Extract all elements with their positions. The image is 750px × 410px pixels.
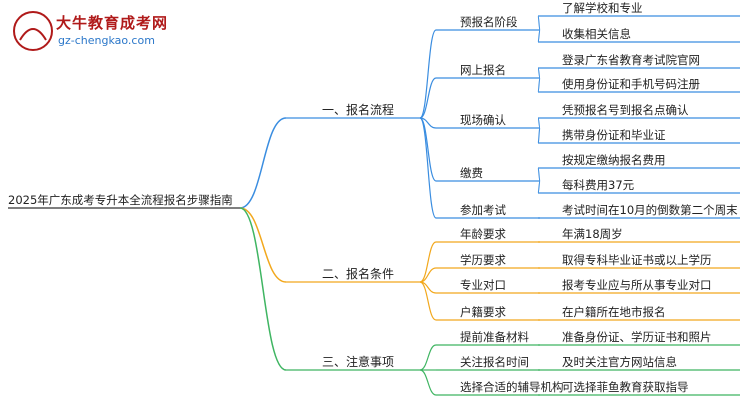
child-node: 专业对口 bbox=[460, 278, 506, 292]
leaf-node: 凭预报名号到报名点确认 bbox=[562, 103, 689, 117]
branch-to-child-connector bbox=[419, 281, 437, 321]
leaf-node: 准备身份证、学历证书和照片 bbox=[562, 330, 712, 344]
child-node: 现场确认 bbox=[460, 113, 506, 127]
root-to-branch-connector bbox=[239, 207, 287, 283]
branch-to-child-connector bbox=[419, 117, 437, 129]
child-to-leaf-connector bbox=[537, 167, 541, 182]
branch-to-child-connector bbox=[419, 77, 437, 119]
branch-node: 三、注意事项 bbox=[322, 354, 394, 369]
leaf-node: 考试时间在10月的倒数第二个周末 bbox=[562, 203, 738, 217]
leaf-node: 取得专科毕业证书或以上学历 bbox=[562, 253, 712, 267]
branch-to-child-connector bbox=[419, 241, 437, 283]
child-node: 选择合适的辅导机构 bbox=[460, 380, 564, 394]
site-logo: 大牛教育成考网 gz-chengkao.com bbox=[12, 10, 172, 54]
branch-to-child-connector bbox=[419, 369, 437, 396]
branch-node: 一、报名流程 bbox=[322, 102, 394, 117]
leaf-node: 使用身份证和手机号码注册 bbox=[562, 77, 700, 91]
child-node: 年龄要求 bbox=[460, 227, 506, 241]
branch-to-child-connector bbox=[419, 267, 437, 283]
child-node: 户籍要求 bbox=[460, 305, 506, 319]
leaf-node: 了解学校和专业 bbox=[562, 1, 643, 15]
child-node: 关注报名时间 bbox=[460, 355, 529, 369]
leaf-node: 报考专业应与所从事专业对口 bbox=[562, 278, 712, 292]
child-node: 网上报名 bbox=[460, 63, 506, 77]
leaf-node: 在户籍所在地市报名 bbox=[562, 305, 666, 319]
child-node: 缴费 bbox=[460, 166, 483, 180]
logo-title: 大牛教育成考网 bbox=[56, 14, 169, 32]
child-to-leaf-connector bbox=[537, 127, 541, 144]
child-to-leaf-connector bbox=[537, 29, 541, 43]
branch-to-child-connector bbox=[419, 117, 437, 219]
child-to-leaf-connector bbox=[537, 15, 541, 31]
child-node: 学历要求 bbox=[460, 253, 506, 267]
root-node: 2025年广东成考专升本全流程报名步骤指南 bbox=[8, 193, 233, 207]
leaf-node: 年满18周岁 bbox=[562, 227, 623, 241]
leaf-node: 按规定缴纳报名费用 bbox=[562, 153, 666, 167]
leaf-node: 收集相关信息 bbox=[562, 27, 631, 41]
child-node: 参加考试 bbox=[460, 203, 506, 217]
leaf-node: 及时关注官方网站信息 bbox=[562, 355, 677, 369]
leaf-node: 登录广东省教育考试院官网 bbox=[562, 53, 700, 67]
leaf-node: 每科费用37元 bbox=[562, 178, 635, 192]
child-to-leaf-connector bbox=[537, 117, 541, 129]
root-to-branch-connector bbox=[239, 117, 287, 209]
child-to-leaf-connector bbox=[537, 180, 541, 194]
root-to-branch-connector bbox=[239, 207, 287, 371]
leaf-node: 携带身份证和毕业证 bbox=[562, 128, 666, 142]
branch-to-child-connector bbox=[419, 29, 437, 119]
branch-to-child-connector bbox=[419, 344, 437, 371]
child-to-leaf-connector bbox=[537, 67, 541, 79]
child-node: 预报名阶段 bbox=[460, 15, 518, 29]
child-to-leaf-connector bbox=[537, 77, 541, 93]
branch-node: 二、报名条件 bbox=[322, 266, 394, 281]
child-node: 提前准备材料 bbox=[460, 330, 529, 344]
logo-url: gz-chengkao.com bbox=[58, 34, 155, 47]
logo-mark-icon bbox=[13, 11, 53, 51]
leaf-node: 可选择菲鱼教育获取指导 bbox=[562, 380, 689, 394]
